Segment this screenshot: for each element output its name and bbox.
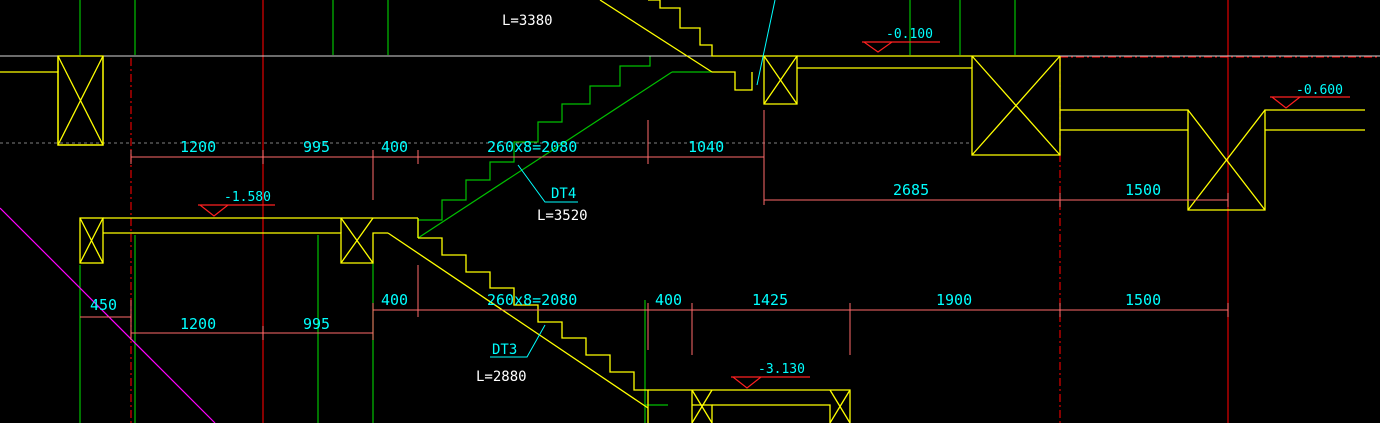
upper-dim-1: 1200 [180,138,216,156]
elevation-label-2: -0.600 [1296,83,1343,98]
upper-dim-3: 400 [381,138,408,156]
right-dim-2: 1500 [1125,181,1161,199]
elevation-label-1: -0.100 [886,27,933,42]
lower-dim-6: 400 [655,291,682,309]
elevation-markers [198,41,1350,389]
lower-dim-1: 450 [90,296,117,314]
stair-dt4-length: L=3520 [537,208,588,224]
lower-dim-2: 1200 [180,315,216,333]
right-dim-1: 2685 [893,181,929,199]
elevation-label-4: -3.130 [758,362,805,377]
lower-dim-4: 400 [381,291,408,309]
lower-dim-8: 1900 [936,291,972,309]
elevation-label-3: -1.580 [224,190,271,205]
stair-dt3-name: DT3 [492,342,517,358]
top-length-label: L=3380 [502,13,553,29]
stair-dt4-name: DT4 [551,186,576,202]
lower-dim-9: 1500 [1125,291,1161,309]
lower-dim-7: 1425 [752,291,788,309]
upper-dim-5: 1040 [688,138,724,156]
green-lines [79,0,1016,423]
stair-dt3-length: L=2880 [476,369,527,385]
lower-dim-5: 260x8=2080 [487,291,577,309]
upper-dim-4: 260x8=2080 [487,138,577,156]
upper-dim-2: 995 [303,138,330,156]
dimension-lines [80,110,1229,355]
lower-dim-3: 995 [303,315,330,333]
magenta-diagonal [0,207,216,423]
leaders [490,0,776,358]
